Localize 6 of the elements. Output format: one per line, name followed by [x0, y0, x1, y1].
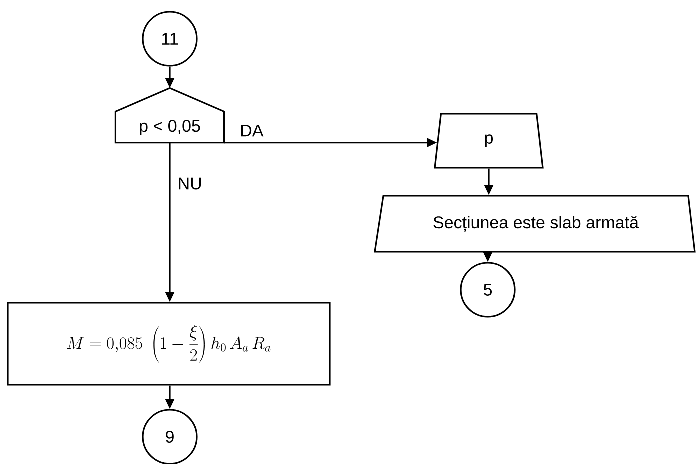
decision-box: p < 0,05	[114, 87, 226, 144]
input-trapezoid: p	[434, 113, 544, 169]
output-box: Secțiunea este slab armată	[374, 195, 696, 253]
process-box: $M=0{,}085\;\left(1-\frac{\xi}{2}\right)h_{0}\,A_{a}\,R_{a}$	[7, 302, 331, 386]
edge-label: DA	[239, 124, 265, 138]
edge-label: NU	[176, 176, 204, 191]
